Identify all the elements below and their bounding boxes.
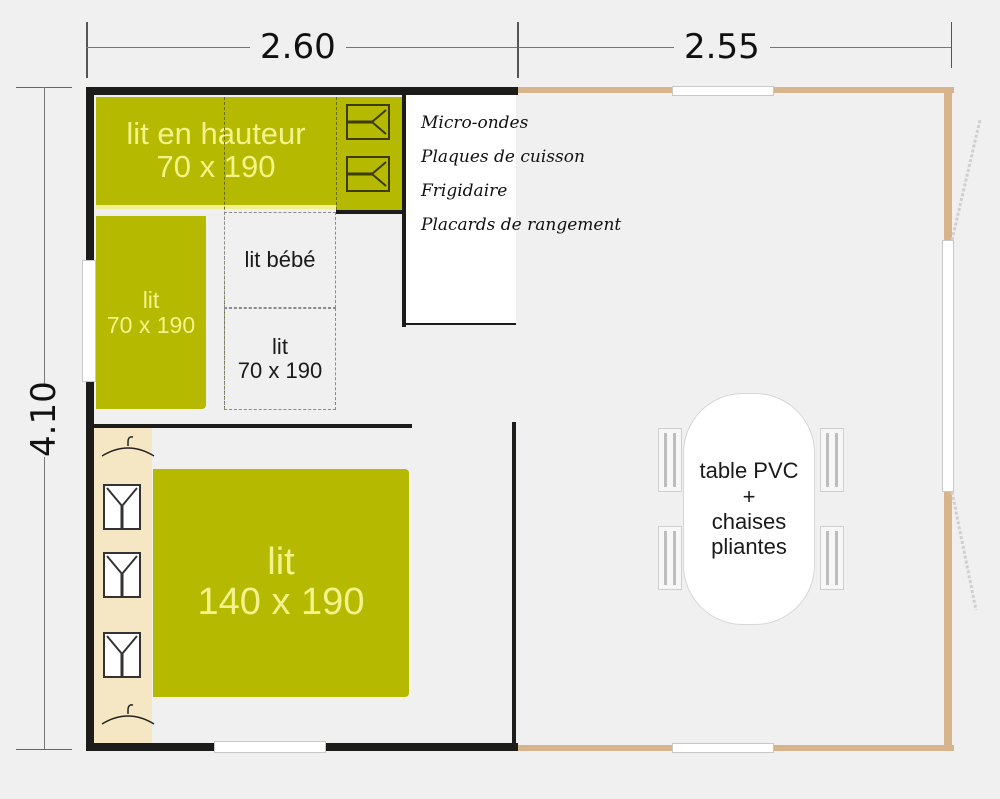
loft-bed: lit en hauteur 70 x 190 bbox=[96, 97, 336, 209]
loft-bed-label: lit en hauteur bbox=[126, 116, 306, 152]
terrace-door-right bbox=[942, 240, 954, 492]
kitchen-item: Plaques de cuisson bbox=[421, 147, 585, 167]
baby-bed: lit bébé bbox=[224, 212, 336, 308]
dimension-tick bbox=[517, 22, 519, 78]
chair-icon bbox=[658, 428, 682, 492]
partition-terrace bbox=[512, 422, 516, 747]
shirt-icon bbox=[103, 632, 141, 678]
hanger-icon bbox=[101, 436, 155, 457]
kitchen-item: Frigidaire bbox=[421, 181, 508, 201]
wall-left bbox=[86, 87, 94, 751]
partition-bedroom bbox=[94, 424, 412, 428]
single-bed-optional: lit 70 x 190 bbox=[224, 308, 336, 410]
partition-kitchen-side bbox=[402, 95, 406, 327]
chairs-label-2: pliantes bbox=[711, 534, 787, 560]
dimension-tick bbox=[16, 749, 72, 750]
dimension-width-left: 2.60 bbox=[250, 30, 346, 64]
terrace-opening-bottom bbox=[672, 743, 774, 753]
dimension-width-right: 2.55 bbox=[674, 30, 770, 64]
terrace-opening-top bbox=[672, 86, 774, 96]
dimension-tick bbox=[951, 22, 952, 68]
shirt-icon bbox=[103, 552, 141, 598]
partition-kitchen-bottom bbox=[402, 323, 516, 325]
single-bed-optional-label: lit bbox=[272, 333, 288, 359]
chair-icon bbox=[820, 526, 844, 590]
kitchen-area bbox=[406, 95, 516, 323]
single-bed-left: lit 70 x 190 bbox=[96, 216, 206, 409]
dimension-tick bbox=[86, 22, 88, 78]
kitchen-item: Placards de rangement bbox=[421, 215, 622, 235]
single-bed-label: lit bbox=[142, 287, 160, 314]
dimension-depth: 4.10 bbox=[21, 381, 67, 457]
partition-kitchen-top bbox=[336, 210, 406, 214]
chair-icon bbox=[820, 428, 844, 492]
wall-top bbox=[86, 87, 518, 95]
terrace-table: table PVC + chaises pliantes bbox=[683, 393, 815, 625]
window-left bbox=[82, 260, 96, 382]
chair-icon bbox=[658, 526, 682, 590]
table-label: table PVC bbox=[699, 458, 799, 484]
window-bottom bbox=[214, 741, 326, 753]
single-bed-optional-size: 70 x 190 bbox=[237, 358, 323, 383]
single-bed-size: 70 x 190 bbox=[106, 311, 196, 338]
hanger-icon bbox=[101, 704, 155, 725]
kitchen-equipment-list: Micro-ondes Plaques de cuisson Frigidair… bbox=[421, 106, 621, 242]
table-label-plus: + bbox=[742, 483, 756, 509]
microwave-icon bbox=[346, 104, 390, 140]
shirt-icon bbox=[103, 484, 141, 530]
door-swing-icon bbox=[950, 119, 982, 611]
double-bed: lit 140 x 190 bbox=[153, 469, 409, 697]
loft-bed-size: 70 x 190 bbox=[156, 149, 276, 184]
chairs-label: chaises bbox=[711, 509, 787, 534]
double-bed-label: lit bbox=[267, 541, 295, 584]
double-bed-size: 140 x 190 bbox=[197, 581, 365, 623]
fridge-icon bbox=[346, 156, 390, 192]
baby-bed-label: lit bébé bbox=[244, 246, 316, 272]
kitchen-item: Micro-ondes bbox=[421, 113, 529, 133]
